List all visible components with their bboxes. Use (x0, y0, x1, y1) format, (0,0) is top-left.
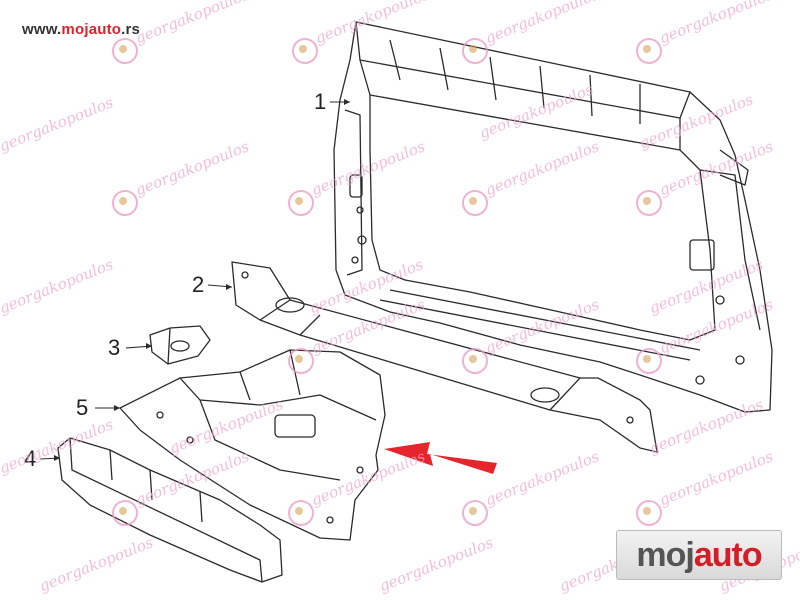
watermark-logo-icon (636, 348, 662, 374)
watermark-logo-icon (636, 500, 662, 526)
site-url[interactable]: www.mojauto.rs (22, 21, 140, 38)
part-2-lower-crossmember (231, 261, 658, 453)
callout-2: 2 (192, 272, 205, 297)
callout-4: 4 (24, 446, 37, 471)
watermark-logo-icon (288, 348, 314, 374)
watermark-logo-icon (288, 190, 314, 216)
highlight-arrow (384, 442, 497, 474)
watermark-logo-icon (636, 190, 662, 216)
logo-part-b: auto (693, 535, 763, 574)
watermark-logo-icon (462, 38, 488, 64)
watermark-logo-icon (636, 38, 662, 64)
callout-1: 1 (314, 89, 327, 114)
part-1-radiator-support-frame (333, 21, 773, 413)
part-4-front-deflector (57, 437, 283, 583)
callout-5: 5 (76, 395, 89, 420)
logo-part-a: moj (636, 535, 694, 574)
site-url-brand: mojauto (61, 21, 122, 38)
watermark-logo-icon (462, 190, 488, 216)
part-3-bracket (149, 325, 211, 365)
site-url-prefix: www. (22, 21, 62, 38)
watermark-logo-icon (292, 38, 318, 64)
watermark-logo-icon (462, 348, 488, 374)
site-url-suffix: .rs (121, 21, 141, 38)
watermark-logo-icon (462, 500, 488, 526)
callout-3: 3 (108, 335, 121, 360)
watermark-logo-icon (112, 38, 138, 64)
watermark-logo-icon (112, 190, 138, 216)
watermark-logo-icon (112, 500, 138, 526)
watermark-logo-icon (288, 500, 314, 526)
